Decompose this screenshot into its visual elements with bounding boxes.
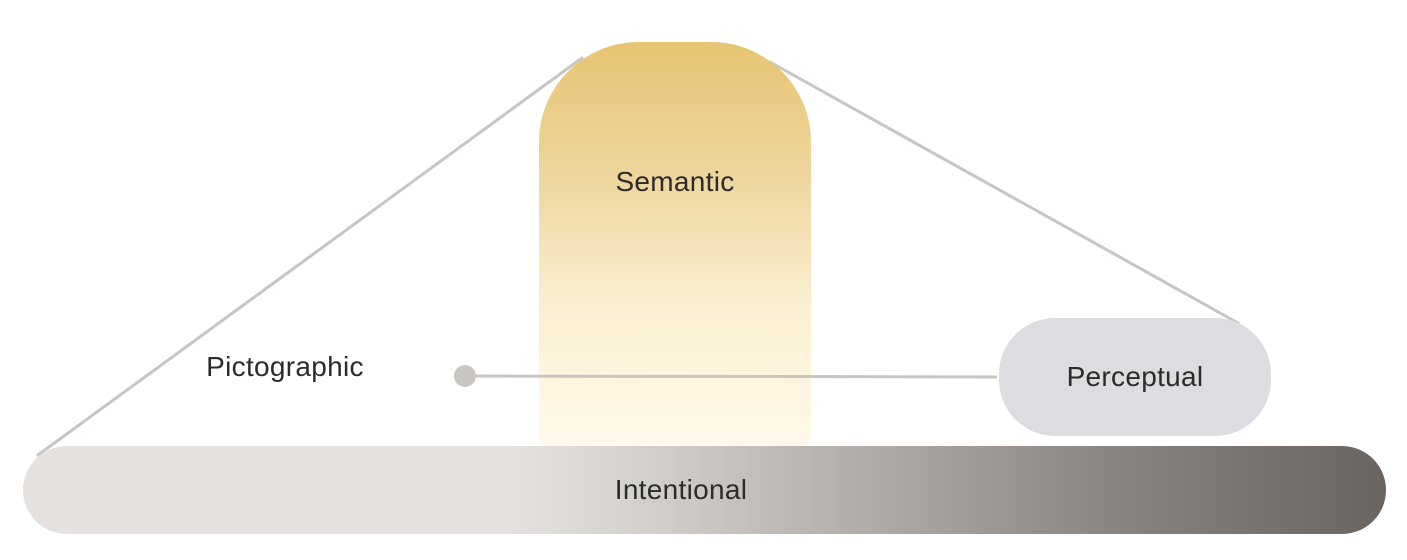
connector-intentional-semantic (36, 56, 584, 457)
connector-semantic-perceptual (768, 60, 1240, 325)
pictographic-label: Pictographic (206, 351, 364, 382)
semantic-label: Semantic (615, 166, 735, 197)
perceptual-label: Perceptual (1066, 361, 1204, 392)
intentional-node: Intentional (23, 446, 1386, 534)
intentional-label: Intentional (614, 474, 748, 505)
perceptual-node: Perceptual (999, 318, 1271, 436)
pictographic-node: Pictographic (160, 340, 410, 394)
semantic-node: Semantic (539, 42, 811, 450)
